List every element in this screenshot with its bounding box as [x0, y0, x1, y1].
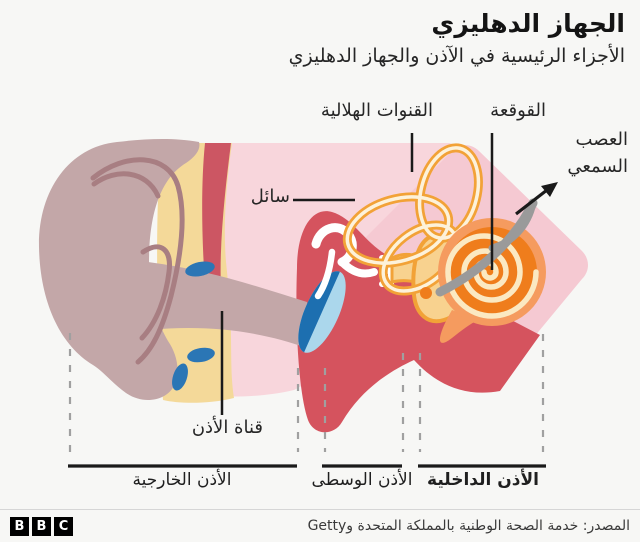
label-semicircular-canals: القنوات الهلالية — [320, 100, 433, 121]
pinna-fold-lines — [90, 157, 185, 365]
cochlea-spiral — [438, 218, 546, 343]
semicircular-canals — [342, 143, 483, 296]
label-auditory-nerve: العصب السمعي — [567, 129, 628, 177]
bbc-logo-block: C — [54, 516, 73, 536]
region-label-middle-ear: الأذن الوسطى — [311, 470, 413, 490]
eardrum — [298, 271, 346, 353]
bbc-logo-block: B — [32, 516, 51, 536]
nerve-arrowhead — [541, 182, 558, 197]
bbc-logo: B B C — [10, 516, 73, 536]
label-cochlea: القوقعة — [490, 100, 546, 121]
page-title: الجهاز الدهليزي — [431, 9, 625, 38]
leader-lines — [220, 133, 548, 415]
bbc-logo-block: B — [10, 516, 29, 536]
middle-ear-cavity — [296, 211, 540, 433]
dashed-guides — [68, 333, 545, 452]
oval-window-dot — [420, 287, 432, 299]
blue-tube-marks — [172, 261, 215, 391]
auditory-nerve-shape — [435, 198, 538, 297]
ear-canal-shape — [148, 262, 307, 348]
label-fluid: سائل — [250, 186, 290, 207]
region-label-inner-ear: الأذن الداخلية — [427, 470, 539, 490]
nerve-arrow-line — [515, 188, 548, 216]
source-credit: المصدر: خدمة الصحة الوطنية بالمملكة المت… — [307, 518, 630, 534]
footer: B B C المصدر: خدمة الصحة الوطنية بالمملك… — [0, 509, 640, 542]
header: الجهاز الدهليزي الأجزاء الرئيسية في الآذ… — [289, 8, 625, 67]
region-label-outer-ear: الأذن الخارجية — [132, 470, 232, 490]
page-subtitle: الأجزاء الرئيسية في الآذن والجهاز الدهلي… — [288, 44, 625, 67]
label-ear-canal: قناة الأذن — [191, 417, 263, 438]
